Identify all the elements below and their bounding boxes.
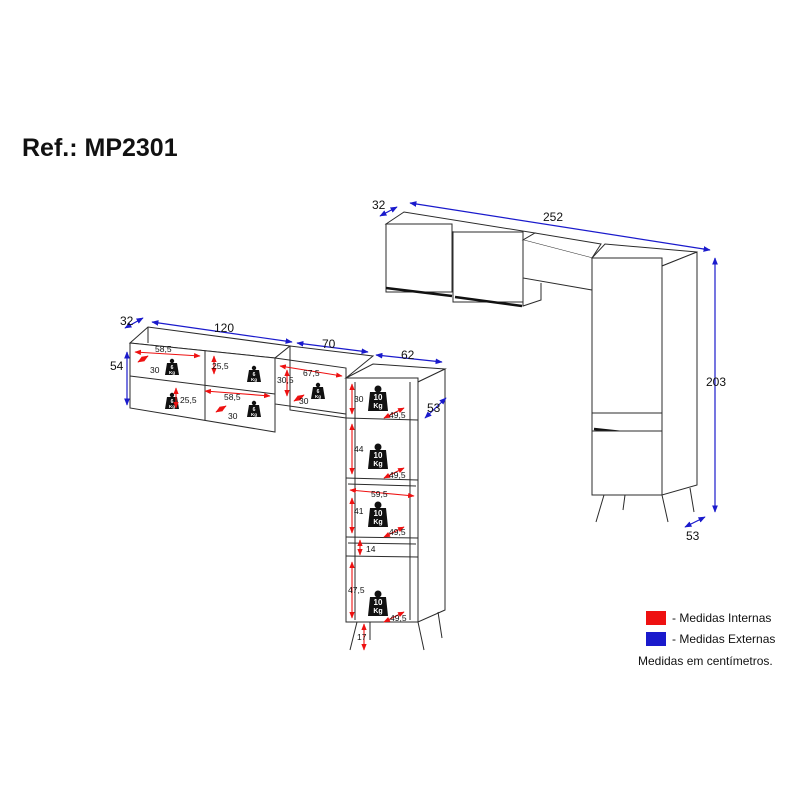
ext-left-height: 54 [110,359,124,373]
column-legs [349,611,443,651]
tower-legs [595,487,695,523]
svg-text:Kg: Kg [169,370,175,375]
svg-text:6: 6 [253,407,256,413]
svg-text:6: 6 [317,389,320,395]
int-left-d1: 30 [150,365,160,375]
int-col-h2: 44 [354,444,364,454]
ext-col-width: 62 [401,348,415,362]
reference-title: Ref.: MP2301 [22,134,178,162]
int-mid-d: 30 [299,396,309,406]
ext-tower-depth: 53 [686,529,700,543]
tower-side [661,251,698,496]
int-col-d2: 49,5 [389,470,406,480]
weight-icon: 6Kg [165,358,179,375]
int-col-h1: 30 [354,394,364,404]
column-side [417,368,446,623]
int-left-h2: 25,5 [180,395,197,405]
upper-cabinet-left-door [385,223,453,293]
int-col-h4: 14 [366,544,376,554]
weight-icon: 6Kg [247,400,261,417]
svg-text:10: 10 [374,509,383,518]
ext-mid-width: 70 [322,337,336,351]
legend-internal-label: - Medidas Internas [672,610,772,625]
svg-text:10: 10 [374,393,383,402]
int-col-d3: 49,5 [389,527,406,537]
svg-text:Kg: Kg [251,412,257,417]
weight-icon: 6Kg [165,392,179,409]
furniture-outlines [128,211,698,651]
svg-text:Kg: Kg [373,461,382,468]
int-mid-h: 30,5 [277,375,294,385]
tower-lower-door [591,430,663,496]
ext-left-depth: 32 [120,314,134,328]
tower-upper-door [591,257,663,414]
svg-text:Kg: Kg [169,404,175,409]
svg-text:Kg: Kg [373,519,382,526]
external-color-swatch [646,631,666,646]
external-dimension-labels: 32 252 203 53 32 120 70 62 54 53 [110,198,726,543]
legend-internal: - Medidas Internas [638,607,798,628]
upper-cabinet-right-door [452,231,524,303]
svg-text:10: 10 [374,598,383,607]
int-col-w: 59,5 [371,489,388,499]
weight-icon: 6Kg [311,382,325,399]
ext-total-height: 203 [706,375,726,389]
internal-color-swatch [646,610,666,625]
svg-text:10: 10 [374,451,383,460]
ext-top-depth: 32 [372,198,386,212]
legend-external: - Medidas Externas [638,628,798,649]
ext-top-width: 252 [543,210,563,224]
weight-value: 6 [171,365,174,371]
int-col-d1: 49,5 [389,410,406,420]
svg-text:Kg: Kg [251,377,257,382]
int-mid-w: 67,5 [303,368,320,378]
legend: - Medidas Internas - Medidas Externas Me… [638,607,798,668]
tower-drawer [591,412,663,432]
left-shelf-front [129,342,276,433]
int-col-h5: 47,5 [348,585,365,595]
svg-text:6: 6 [253,372,256,378]
legend-external-label: - Medidas Externas [672,631,776,646]
svg-text:6: 6 [171,399,174,405]
weight-icon: 6Kg [247,365,261,382]
ext-left-width: 120 [214,321,234,335]
int-left-h1: 25,5 [212,361,229,371]
int-left-d2: 30 [228,411,238,421]
svg-text:Kg: Kg [373,403,382,410]
ext-col-depth: 53 [427,401,441,415]
svg-text:Kg: Kg [373,608,382,615]
external-dimension-lines [124,201,718,528]
internal-dimension-labels: 58,5 25,5 30 58,5 25,5 30 67,5 30,5 30 3… [150,344,407,642]
int-left-w1: 58,5 [155,344,172,354]
internal-dimension-lines [134,349,415,651]
int-leg-h: 17 [357,632,367,642]
int-col-d5: 49,5 [390,613,407,623]
units-note: Medidas em centímetros. [638,654,773,668]
int-left-w2: 58,5 [224,392,241,402]
int-col-h3: 41 [354,506,364,516]
svg-text:Kg: Kg [315,394,321,399]
